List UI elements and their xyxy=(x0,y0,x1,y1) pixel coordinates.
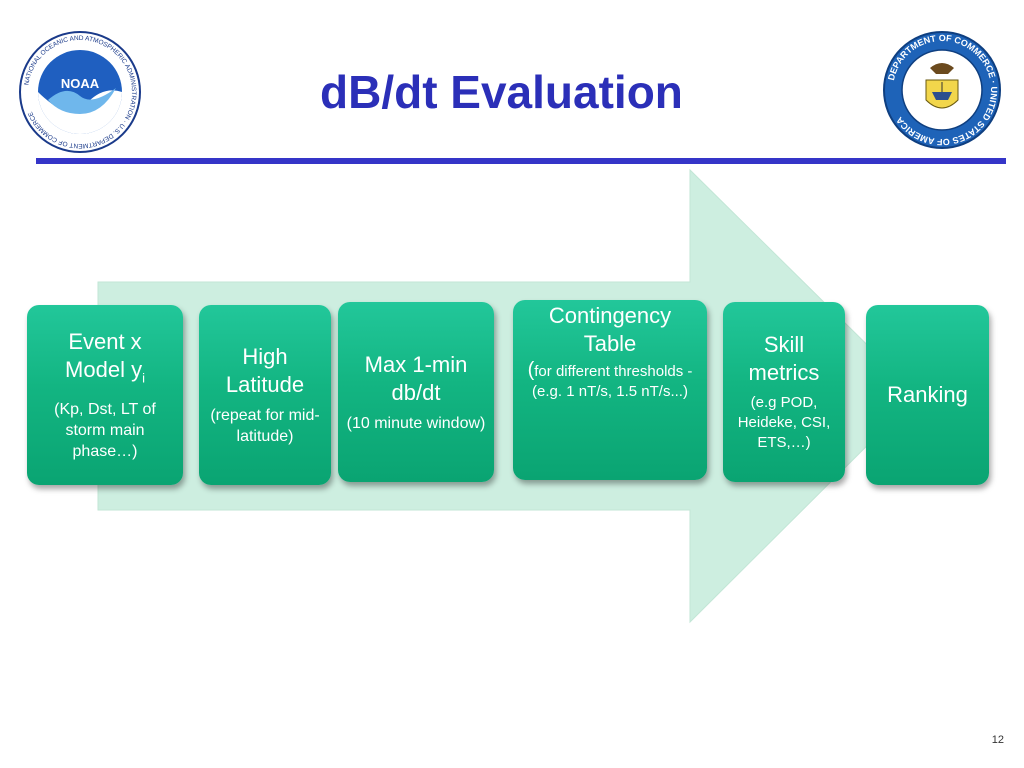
step-heading: High Latitude xyxy=(225,344,305,397)
step-detail: (Kp, Dst, LT of storm main phase…) xyxy=(54,400,156,460)
step-heading: Ranking xyxy=(887,382,968,407)
department-of-commerce-seal: DEPARTMENT OF COMMERCE · UNITED STATES O… xyxy=(882,30,1002,150)
step-detail: (repeat for mid-latitude) xyxy=(210,407,320,445)
step-box-ranking: Ranking xyxy=(866,305,989,485)
step-detail: (e.g POD, Heideke, CSI, ETS,…) xyxy=(737,394,831,451)
svg-text:NOAA: NOAA xyxy=(61,76,100,91)
page-number: 12 xyxy=(991,734,1004,746)
step-box-contingency-table: Contingency Table (for different thresho… xyxy=(513,300,707,480)
noaa-logo: NOAA NATIONAL OCEANIC AND ATMOSPHERIC AD… xyxy=(18,30,142,154)
step-detail: (for different thresholds - (e.g. 1 nT/s… xyxy=(527,359,693,400)
step-heading: Event x Model yi xyxy=(65,329,145,386)
step-heading: Max 1-min db/dt xyxy=(364,351,468,405)
slide-title: dB/dt Evaluation xyxy=(320,66,683,118)
step-box-skill-metrics: Skill metrics (e.g POD, Heideke, CSI, ET… xyxy=(723,302,845,482)
step-box-high-latitude: High Latitude (repeat for mid-latitude) xyxy=(199,305,331,485)
step-detail: (10 minute window) xyxy=(346,414,486,432)
step-heading: Contingency Table xyxy=(548,303,672,356)
title-divider xyxy=(36,158,1006,164)
step-heading: Skill metrics xyxy=(748,332,820,385)
step-box-event-model: Event x Model yi (Kp, Dst, LT of storm m… xyxy=(27,305,183,485)
step-box-max-dbdt: Max 1-min db/dt (10 minute window) xyxy=(338,302,494,482)
